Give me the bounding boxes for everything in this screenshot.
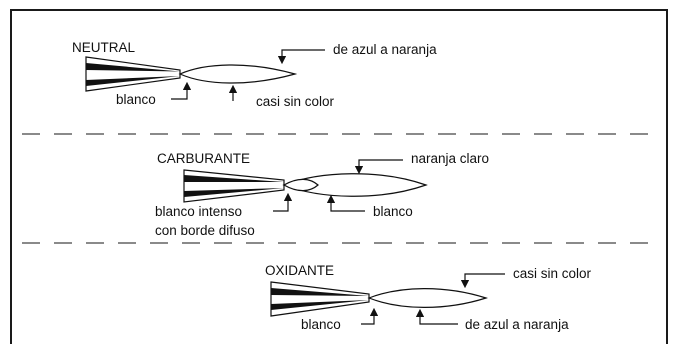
neutral-outer-envelope — [178, 64, 298, 84]
neutral-inner-label: casi sin color — [256, 94, 335, 109]
carburante-outer-leader — [354, 159, 403, 175]
carburante-cone-leader — [273, 192, 293, 212]
neutral-title: NEUTRAL — [72, 40, 136, 55]
neutral-cone-leader — [171, 81, 192, 100]
carburante-acetylene-feather — [282, 178, 319, 192]
oxidante-outer-label: casi sin color — [513, 266, 592, 281]
carburante-cone-label-line2: con borde difuso — [155, 223, 255, 238]
oxidante-flame-section: OXIDANTE casi sin color blanco de azul a… — [265, 263, 592, 332]
neutral-torch-nozzle — [85, 56, 181, 92]
oxidante-title: OXIDANTE — [265, 263, 334, 278]
carburante-inner-label: blanco — [373, 204, 413, 219]
oxidante-cone-leader — [361, 307, 379, 325]
oxidante-outer-envelope — [367, 288, 488, 308]
oxidante-cone-label: blanco — [301, 317, 341, 332]
oxidante-outer-leader — [460, 273, 505, 289]
carburante-outer-envelope — [282, 173, 428, 197]
carburante-torch-nozzle — [183, 169, 285, 203]
neutral-outer-label: de azul a naranja — [333, 42, 437, 57]
carburante-outer-label: naranja claro — [411, 151, 489, 166]
neutral-flame-section: NEUTRAL de azul a naranja blanco casi si… — [72, 40, 437, 109]
oxidante-inner-leader — [415, 308, 458, 325]
carburante-flame-section: CARBURANTE naranja claro blanco intenso … — [155, 151, 489, 238]
carburante-cone-label: blanco intenso — [155, 204, 242, 219]
neutral-outer-leader — [277, 49, 325, 65]
oxidante-torch-nozzle — [270, 281, 370, 317]
neutral-cone-label: blanco — [116, 92, 156, 107]
oxidante-inner-label: de azul a naranja — [465, 317, 569, 332]
carburante-inner-leader — [326, 194, 365, 212]
carburante-title: CARBURANTE — [157, 151, 250, 166]
